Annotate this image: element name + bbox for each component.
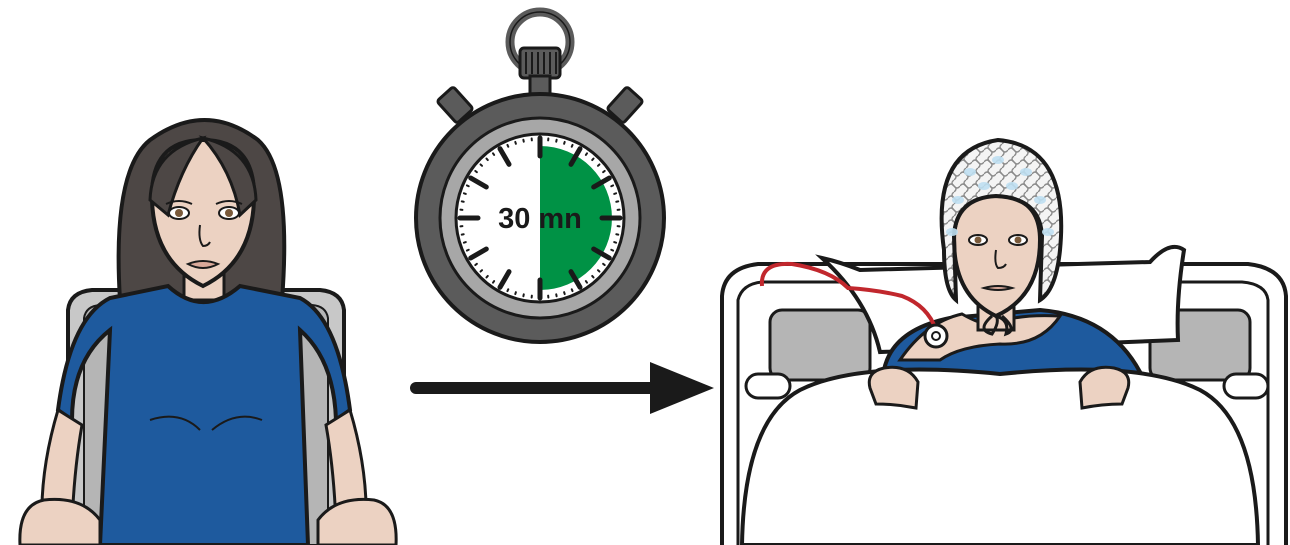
- dial-minor-tick: [603, 264, 605, 265]
- dial-minor-tick: [493, 281, 494, 283]
- patient-in-bed: [722, 140, 1286, 545]
- dial-minor-tick: [486, 159, 487, 160]
- dial-minor-tick: [467, 185, 469, 186]
- dial-minor-tick: [515, 292, 516, 294]
- dial-minor-tick: [592, 276, 593, 277]
- dial-minor-tick: [481, 164, 482, 165]
- dial-minor-tick: [493, 153, 494, 155]
- dial-minor-tick: [611, 250, 613, 251]
- dial-minor-tick: [467, 250, 469, 251]
- dial-minor-tick: [475, 171, 477, 172]
- dial-minor-tick: [572, 289, 573, 291]
- dial-minor-tick: [572, 145, 573, 147]
- dial-minor-tick: [475, 264, 477, 265]
- seated-woman: [20, 120, 396, 545]
- blanket: [742, 370, 1258, 545]
- dial-minor-tick: [507, 145, 508, 147]
- timer-label: 30 mn: [498, 203, 582, 235]
- dial-minor-tick: [592, 159, 593, 160]
- dial-minor-tick: [507, 289, 508, 291]
- patient-right-hand: [1080, 367, 1129, 408]
- dial-minor-tick: [586, 153, 587, 155]
- dial-minor-tick: [564, 292, 565, 294]
- stopwatch-icon: 30 mn: [416, 12, 664, 342]
- dial-minor-tick: [486, 276, 487, 277]
- dial-minor-tick: [603, 171, 605, 172]
- dial-minor-tick: [614, 242, 616, 243]
- dial-minor-tick: [586, 281, 587, 283]
- dial-minor-tick: [515, 142, 516, 144]
- dial-minor-tick: [598, 270, 599, 271]
- dial-minor-tick: [598, 164, 599, 165]
- dial-minor-tick: [464, 242, 466, 243]
- dial-minor-tick: [614, 193, 616, 194]
- arrow-right-icon: [416, 362, 714, 414]
- dial-minor-tick: [481, 270, 482, 271]
- patient-left-hand: [869, 367, 918, 408]
- dial-minor-tick: [564, 142, 565, 144]
- dial-minor-tick: [464, 193, 466, 194]
- dial-minor-tick: [611, 185, 613, 186]
